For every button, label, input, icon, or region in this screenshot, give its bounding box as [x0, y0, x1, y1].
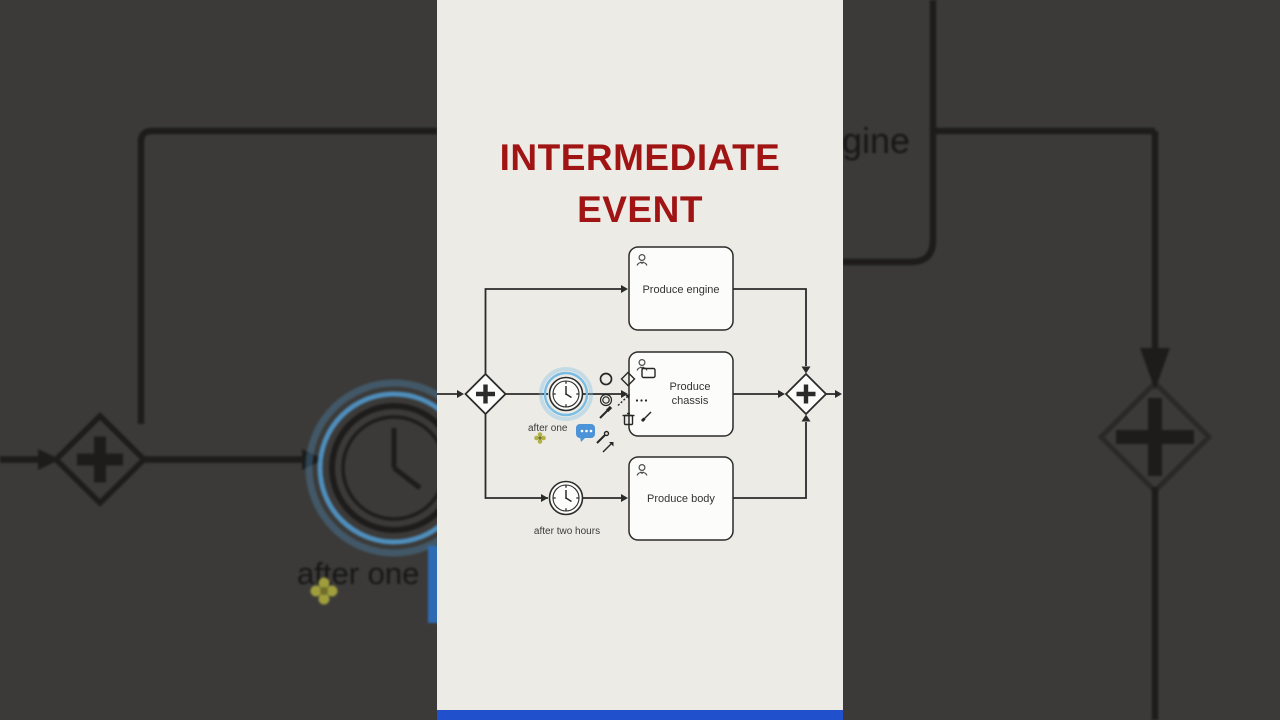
title-line-2: EVENT [577, 189, 703, 230]
task-label-line1: Produce [670, 381, 711, 393]
bg-arrowhead [302, 449, 324, 470]
plus-icon [796, 384, 816, 404]
connect-tool-icon[interactable] [617, 394, 630, 407]
bg-task-label-fragment: gine [842, 120, 910, 161]
task-label-line2: chassis [672, 395, 709, 407]
parallel-gateway-join[interactable] [784, 372, 828, 416]
arrowheads [457, 285, 842, 502]
append-gateway-icon[interactable] [620, 371, 636, 387]
task-label: Produce engine [642, 284, 719, 296]
delete-trash-icon[interactable] [622, 412, 635, 426]
sequence-flows[interactable] [437, 288, 835, 499]
context-pad [596, 367, 656, 453]
selection-glow [539, 367, 593, 421]
append-task-icon[interactable] [641, 367, 656, 379]
append-intermediate-event-icon[interactable] [599, 393, 613, 407]
timer-label-after-one[interactable]: after one [528, 423, 568, 434]
timer-icon [548, 480, 584, 516]
timer-icon [548, 376, 584, 412]
video-center-panel: INTERMEDIATE EVENT [437, 0, 843, 720]
bg-after-one-label: after one [297, 556, 419, 591]
bg-left-connectors [0, 127, 437, 470]
bg-arrowhead [38, 449, 60, 470]
open-arrow-icon[interactable] [602, 442, 614, 453]
task-produce-chassis[interactable]: Produce chassis [628, 351, 734, 437]
flow-to-bottom-timer[interactable] [484, 412, 549, 499]
wrench-tool-icon[interactable] [596, 430, 610, 444]
flow-body-to-join[interactable] [733, 422, 807, 499]
bg-right-connectors [843, 0, 1159, 720]
bg-flower-icon [310, 577, 338, 605]
selection-ring [543, 371, 589, 417]
bg-arrowhead-down [1140, 348, 1170, 390]
flow-engine-to-join[interactable] [733, 288, 807, 366]
append-event-icon[interactable] [599, 372, 613, 386]
title-line-1: INTERMEDIATE [499, 137, 781, 178]
bg-parallel-gateway-left [52, 412, 148, 507]
page-title: INTERMEDIATE EVENT [437, 132, 843, 236]
bpmn-diagram: Produce engine Produce chassis Produce b… [437, 246, 842, 541]
task-produce-body[interactable]: Produce body [628, 456, 734, 541]
more-options-icon[interactable] [635, 399, 648, 402]
task-produce-engine[interactable]: Produce engine [628, 246, 734, 331]
plus-icon [476, 384, 495, 404]
parallel-gateway-split[interactable] [464, 372, 507, 416]
timer-event-after-two-hours[interactable] [548, 480, 584, 516]
flow-to-engine[interactable] [484, 288, 622, 376]
message-bubble-icon[interactable] [576, 424, 595, 442]
bg-parallel-gateway-right [1097, 379, 1213, 495]
flower-icon [534, 432, 546, 444]
timer-label-after-two-hours[interactable]: after two hours [534, 526, 600, 537]
timer-event-after-one[interactable] [539, 367, 593, 421]
screwdriver-tool-icon[interactable] [599, 405, 613, 419]
color-brush-icon[interactable] [640, 411, 652, 423]
bottom-blue-bar [437, 710, 843, 720]
task-label: Produce body [647, 493, 715, 505]
